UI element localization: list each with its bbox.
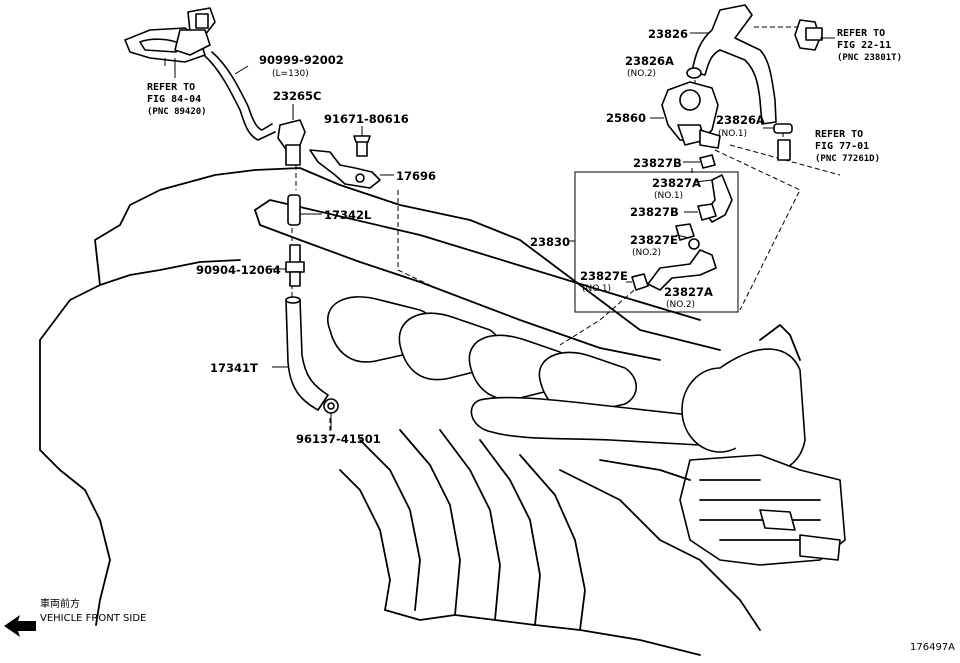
union-90904	[268, 244, 305, 287]
check-valve-23265c	[277, 104, 306, 166]
label-17696: 17696	[396, 169, 436, 183]
solenoid-bracket-part	[124, 7, 216, 78]
label-90904-12064: 90904-12064	[196, 263, 281, 277]
label-23826: 23826	[648, 27, 688, 41]
vehicle-front-indicator: 車両前方 VEHICLE FRONT SIDE	[4, 597, 146, 637]
label-90999-92002: 90999-92002	[259, 53, 344, 67]
ref-fig22-line1: REFER TO	[837, 28, 885, 39]
connector-23827e-no2	[675, 223, 700, 250]
clip-23826a-top	[686, 67, 702, 79]
ref-fig22-pnc: (PNC 23801T)	[837, 53, 902, 63]
label-23826a-no1: 23826A	[716, 113, 765, 127]
connector-23827e-no1	[626, 273, 649, 291]
label-23827e-no1-qualifier: (NO.1)	[582, 284, 611, 294]
label-23827e-no2: 23827E	[630, 233, 678, 247]
ref-fig84-pnc: (PNC 89420)	[147, 107, 207, 117]
label-23830: 23830	[530, 235, 570, 249]
label-17341t: 17341T	[210, 361, 258, 375]
part-labels: 90999-92002 (L=130) 23265C 91671-80616 1…	[196, 27, 765, 446]
label-96137-41501: 96137-41501	[296, 432, 381, 446]
label-23827e-no2-qualifier: (NO.2)	[632, 248, 661, 258]
label-23265c: 23265C	[273, 89, 321, 103]
label-23827b-mid: 23827B	[630, 205, 679, 219]
clamp-96137	[323, 398, 339, 430]
label-25860: 25860	[606, 111, 646, 125]
clamp-23827b-mid	[684, 203, 717, 221]
vsv-valve-25860	[650, 81, 721, 149]
label-23826a-no2-qualifier: (NO.2)	[627, 69, 656, 79]
label-23827a-no1: 23827A	[652, 176, 701, 190]
hose-17342l	[287, 194, 322, 226]
ref-fig77-line1: REFER TO	[815, 129, 863, 140]
direction-english: VEHICLE FRONT SIDE	[40, 613, 146, 624]
label-23827a-no2-qualifier: (NO.2)	[666, 300, 695, 310]
label-23826a-no1-qualifier: (NO.1)	[718, 129, 747, 139]
label-23827b-top: 23827B	[633, 156, 682, 170]
ref-fig77-pnc: (PNC 77261D)	[815, 154, 880, 164]
label-23827a-no2: 23827A	[664, 285, 713, 299]
hose-17341t	[272, 296, 329, 411]
figure-id: 176497A	[910, 642, 955, 653]
bolt-91671	[353, 126, 371, 157]
engine-illustration	[39, 167, 846, 656]
assembly-23830-box	[568, 171, 739, 313]
ref-fig84-line1: REFER TO	[147, 82, 195, 93]
clip-23826a-right	[763, 123, 793, 161]
ref-fig22-line2: FIG 22-11	[837, 40, 891, 51]
label-23827e-no1: 23827E	[580, 269, 628, 283]
hose-23827a-no2	[647, 249, 717, 291]
hose-23826	[690, 4, 823, 125]
vacuum-hose-90999	[204, 51, 276, 141]
label-23827a-no1-qualifier: (NO.1)	[654, 191, 683, 201]
clamp-23827b-top	[683, 154, 716, 169]
label-17342l: 17342L	[324, 208, 372, 222]
front-arrow-icon	[4, 615, 36, 637]
direction-japanese: 車両前方	[40, 597, 80, 610]
label-91671-80616: 91671-80616	[324, 112, 409, 126]
label-90999-length: (L=130)	[272, 69, 309, 79]
bracket-17696	[309, 149, 394, 189]
figure-references: REFER TO FIG 84-04 (PNC 89420) REFER TO …	[147, 28, 902, 164]
ref-fig84-line2: FIG 84-04	[147, 94, 201, 105]
ref-fig77-line2: FIG 77-01	[815, 141, 869, 152]
label-23826a-no2: 23826A	[625, 54, 674, 68]
